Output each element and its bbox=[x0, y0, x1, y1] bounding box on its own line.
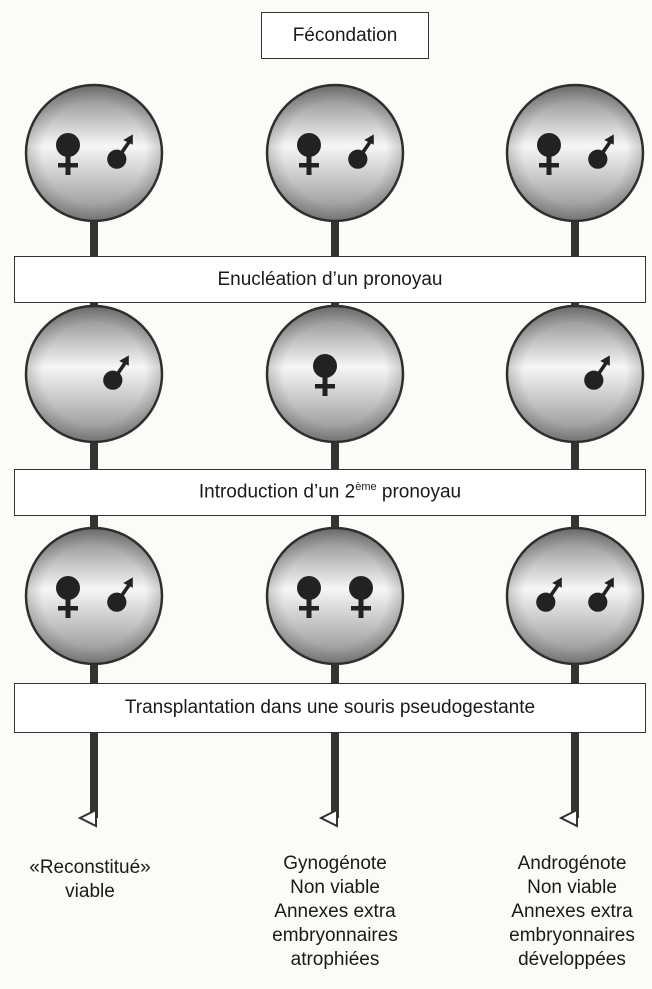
outcome-line: Androgénote bbox=[517, 853, 627, 874]
step-transplantation-box: Transplantation dans une souris pseudoge… bbox=[14, 683, 646, 733]
cell-shading bbox=[267, 306, 403, 442]
outcome-line: embryonnaires bbox=[509, 925, 635, 946]
step-enucleation-box: Enucléation d’un pronoyau bbox=[14, 256, 646, 303]
cell-shading bbox=[267, 85, 403, 221]
cell-shading bbox=[507, 85, 643, 221]
outcome-line: «Reconstitué» bbox=[29, 857, 151, 878]
step-introduction-box: Introduction d’un 2ème pronoyau bbox=[14, 469, 646, 516]
embryo-cell-reconstituted-3 bbox=[505, 526, 645, 666]
outcome-reconstituted: «Reconstitué» viable bbox=[0, 856, 180, 904]
title-label: Fécondation bbox=[292, 24, 398, 46]
embryo-cell-fertilized-2 bbox=[265, 83, 405, 223]
outcome-line: Annexes extra bbox=[274, 901, 396, 922]
title-box: Fécondation bbox=[261, 12, 429, 59]
cell-shading bbox=[267, 528, 403, 664]
step-introduction-label: Introduction d’un 2ème pronoyau bbox=[198, 481, 462, 503]
embryo-cell-fertilized-3 bbox=[505, 83, 645, 223]
cell-shading bbox=[26, 85, 162, 221]
outcome-line: atrophiées bbox=[290, 949, 380, 970]
outcome-line: développées bbox=[518, 949, 626, 970]
cell-shading bbox=[26, 528, 162, 664]
cell-shading bbox=[507, 306, 643, 442]
outcome-line: viable bbox=[65, 881, 115, 902]
step-transplantation-label: Transplantation dans une souris pseudoge… bbox=[124, 697, 536, 718]
outcome-androgenote: Androgénote Non viable Annexes extra emb… bbox=[492, 852, 652, 972]
outcome-line: Non viable bbox=[290, 877, 380, 898]
outcome-gynogenote: Gynogénote Non viable Annexes extra embr… bbox=[250, 852, 420, 972]
embryo-cell-fertilized-1 bbox=[24, 83, 164, 223]
embryo-cell-reconstituted-2 bbox=[265, 526, 405, 666]
embryo-cell-enucleated-3 bbox=[505, 304, 645, 444]
embryo-cell-enucleated-2 bbox=[265, 304, 405, 444]
embryo-cell-enucleated-1 bbox=[24, 304, 164, 444]
outcome-line: embryonnaires bbox=[272, 925, 398, 946]
embryo-cell-reconstituted-1 bbox=[24, 526, 164, 666]
outcome-line: Gynogénote bbox=[283, 853, 387, 874]
cell-shading bbox=[507, 528, 643, 664]
step-enucleation-label: Enucléation d’un pronoyau bbox=[217, 268, 443, 290]
outcome-line: Non viable bbox=[527, 877, 617, 898]
outcome-line: Annexes extra bbox=[511, 901, 633, 922]
cell-shading bbox=[26, 306, 162, 442]
